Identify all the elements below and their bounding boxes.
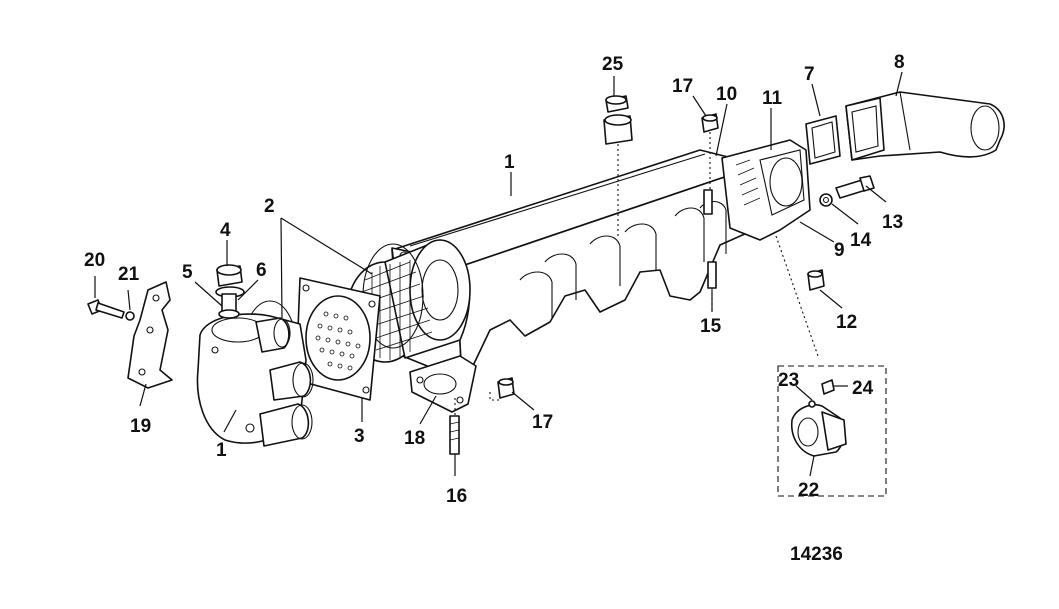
callout-22: 22 (798, 480, 819, 501)
callout-labels: 1 2 3 4 5 6 7 8 9 10 11 12 13 14 15 16 1… (84, 52, 905, 507)
callout-11: 11 (762, 88, 783, 109)
callout-1-bottom: 1 (216, 440, 227, 461)
stud-lower (449, 415, 460, 455)
mounting-bracket (127, 281, 173, 389)
leader-lines (94, 71, 903, 477)
callout-21: 21 (118, 264, 140, 285)
figure-number: 14236 (790, 544, 843, 565)
callout-24: 24 (852, 378, 874, 399)
callout-23: 23 (778, 370, 799, 391)
callout-3: 3 (354, 426, 365, 447)
anode-plug (603, 95, 633, 145)
elbow-bolt (819, 175, 875, 207)
exhaust-elbow (845, 91, 1005, 161)
callout-20: 20 (84, 250, 105, 271)
drain-plug (215, 264, 245, 319)
callout-2: 2 (264, 196, 275, 217)
callout-18: 18 (404, 428, 425, 449)
gasket (805, 115, 841, 165)
callout-9: 9 (834, 240, 845, 261)
callout-7: 7 (804, 64, 815, 85)
callout-5: 5 (182, 262, 193, 283)
cap-nut-top (701, 113, 719, 133)
heat-exchanger-core (346, 239, 471, 363)
callout-17-bottom: 17 (532, 412, 553, 433)
callout-13: 13 (882, 212, 903, 233)
drain-plug-side (807, 269, 825, 291)
end-cap-housing (196, 313, 314, 447)
bracket-bolt (87, 299, 135, 321)
callout-16: 16 (446, 486, 467, 507)
callout-6: 6 (256, 260, 267, 281)
sensor-inset (777, 365, 887, 497)
stud-upper (703, 189, 717, 289)
callout-17-top: 17 (672, 76, 693, 97)
callout-15: 15 (700, 316, 722, 337)
callout-1-top: 1 (504, 152, 515, 173)
cap-nut-bottom (497, 377, 515, 399)
callout-4: 4 (220, 220, 231, 241)
lower-gasket (409, 355, 477, 413)
callout-19: 19 (130, 416, 151, 437)
end-plate (295, 277, 381, 401)
callout-10: 10 (716, 84, 737, 105)
exhaust-flange (721, 139, 811, 241)
callout-25: 25 (602, 54, 624, 75)
callout-12: 12 (836, 312, 857, 333)
callout-14: 14 (850, 230, 872, 251)
callout-8: 8 (894, 52, 905, 73)
